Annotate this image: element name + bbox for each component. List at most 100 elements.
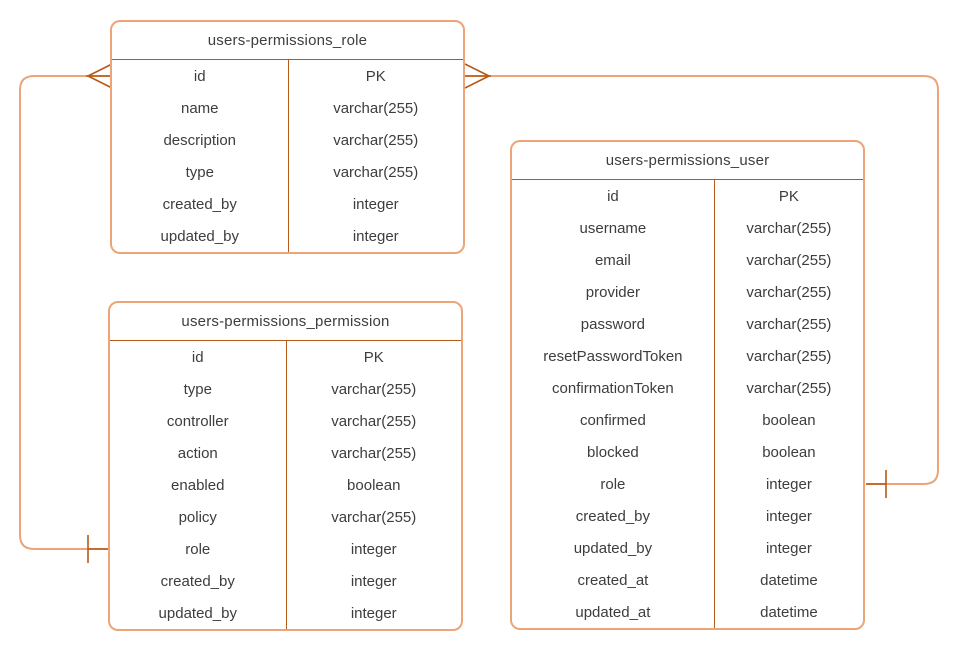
field-type-cell: varchar(255) xyxy=(331,412,417,430)
field-name-cell: policy xyxy=(110,501,287,533)
field-type-cell: datetime xyxy=(760,571,818,589)
entity-row: description varchar(255) xyxy=(112,124,463,156)
field-name-cell: enabled xyxy=(110,469,287,501)
entity-row: resetPasswordToken varchar(255) xyxy=(512,340,863,372)
field-type-cell: varchar(255) xyxy=(333,131,419,149)
entity-row: updated_by integer xyxy=(512,532,863,564)
crows-foot-many-icon xyxy=(464,63,491,89)
field-name-cell: name xyxy=(112,92,289,124)
entity-row: name varchar(255) xyxy=(112,92,463,124)
entity-row: enabled boolean xyxy=(110,469,461,501)
entity-row: created_at datetime xyxy=(512,564,863,596)
cardinality-one-tick-icon xyxy=(866,470,887,498)
entity-row: action varchar(255) xyxy=(110,437,461,469)
field-type-cell: integer xyxy=(352,227,399,245)
field-name-cell: id xyxy=(110,341,287,373)
entity-row: role integer xyxy=(512,468,863,500)
field-type-cell: varchar(255) xyxy=(333,99,419,117)
field-type-cell: integer xyxy=(350,572,397,590)
entity-row: id PK xyxy=(112,60,463,92)
cardinality-one-tick-icon xyxy=(87,535,109,563)
field-type-cell: varchar(255) xyxy=(746,283,832,301)
field-name-cell: created_at xyxy=(512,564,715,596)
field-type-cell: boolean xyxy=(762,443,816,461)
connector-role-user[interactable] xyxy=(464,63,939,498)
entity-row: confirmationToken varchar(255) xyxy=(512,372,863,404)
field-type-cell: varchar(255) xyxy=(746,315,832,333)
entity-row: type varchar(255) xyxy=(110,373,461,405)
entity-row: email varchar(255) xyxy=(512,244,863,276)
field-name-cell: username xyxy=(512,212,715,244)
entity-row: policy varchar(255) xyxy=(110,501,461,533)
field-type-cell: varchar(255) xyxy=(331,508,417,526)
entity-title: users-permissions_user xyxy=(512,142,863,180)
entity-row: username varchar(255) xyxy=(512,212,863,244)
entity-rows: id PK username varchar(255) email varchar(255… xyxy=(512,180,863,628)
field-name-cell: role xyxy=(110,533,287,565)
field-type-cell: integer xyxy=(350,540,397,558)
entity-row: password varchar(255) xyxy=(512,308,863,340)
entity-row: updated_by integer xyxy=(110,597,461,629)
entity-row: controller varchar(255) xyxy=(110,405,461,437)
field-name-cell: type xyxy=(110,373,287,405)
field-name-cell: confirmationToken xyxy=(512,372,715,404)
connector-role-permission[interactable] xyxy=(19,63,113,563)
entity-users-permissions-user[interactable]: users-permissions_user id PK username varch… xyxy=(510,140,865,630)
field-type-cell: datetime xyxy=(760,603,818,621)
field-name-cell: role xyxy=(512,468,715,500)
field-type-cell: integer xyxy=(765,475,812,493)
field-type-cell: integer xyxy=(765,539,812,557)
entity-row: provider varchar(255) xyxy=(512,276,863,308)
entity-users-permissions-permission[interactable]: users-permissions_permission id PK type var… xyxy=(108,301,463,631)
entity-title: users-permissions_permission xyxy=(110,303,461,341)
crows-foot-many-icon xyxy=(86,63,113,89)
field-type-cell: varchar(255) xyxy=(746,251,832,269)
field-name-cell: created_by xyxy=(110,565,287,597)
entity-row: created_by integer xyxy=(512,500,863,532)
field-name-cell: confirmed xyxy=(512,404,715,436)
field-name-cell: resetPasswordToken xyxy=(512,340,715,372)
entity-row: created_by integer xyxy=(112,188,463,220)
field-name-cell: provider xyxy=(512,276,715,308)
field-type-cell: PK xyxy=(365,67,386,85)
field-name-cell: updated_by xyxy=(110,597,287,629)
field-type-cell: PK xyxy=(778,187,799,205)
entity-row: role integer xyxy=(110,533,461,565)
entity-users-permissions-role[interactable]: users-permissions_role id PK name varchar(2… xyxy=(110,20,465,254)
entity-row: confirmed boolean xyxy=(512,404,863,436)
field-type-cell: integer xyxy=(765,507,812,525)
field-type-cell: varchar(255) xyxy=(746,219,832,237)
field-name-cell: action xyxy=(110,437,287,469)
entity-rows: id PK type varchar(255) controller varchar(25… xyxy=(110,341,461,629)
field-type-cell: integer xyxy=(350,604,397,622)
field-type-cell: varchar(255) xyxy=(331,444,417,462)
field-type-cell: varchar(255) xyxy=(746,347,832,365)
field-name-cell: id xyxy=(512,180,715,212)
field-type-cell: PK xyxy=(363,348,384,366)
entity-row: updated_by integer xyxy=(112,220,463,252)
field-name-cell: email xyxy=(512,244,715,276)
field-name-cell: description xyxy=(112,124,289,156)
field-name-cell: password xyxy=(512,308,715,340)
field-name-cell: updated_by xyxy=(112,220,289,252)
field-type-cell: boolean xyxy=(347,476,401,494)
field-name-cell: created_by xyxy=(512,500,715,532)
field-name-cell: controller xyxy=(110,405,287,437)
field-type-cell: boolean xyxy=(762,411,816,429)
field-type-cell: varchar(255) xyxy=(746,379,832,397)
entity-title: users-permissions_role xyxy=(112,22,463,60)
field-name-cell: updated_by xyxy=(512,532,715,564)
field-name-cell: created_by xyxy=(112,188,289,220)
field-type-cell: varchar(255) xyxy=(331,380,417,398)
field-type-cell: integer xyxy=(352,195,399,213)
field-name-cell: id xyxy=(112,60,289,92)
entity-row: id PK xyxy=(512,180,863,212)
entity-row: created_by integer xyxy=(110,565,461,597)
field-name-cell: type xyxy=(112,156,289,188)
entity-row: id PK xyxy=(110,341,461,373)
